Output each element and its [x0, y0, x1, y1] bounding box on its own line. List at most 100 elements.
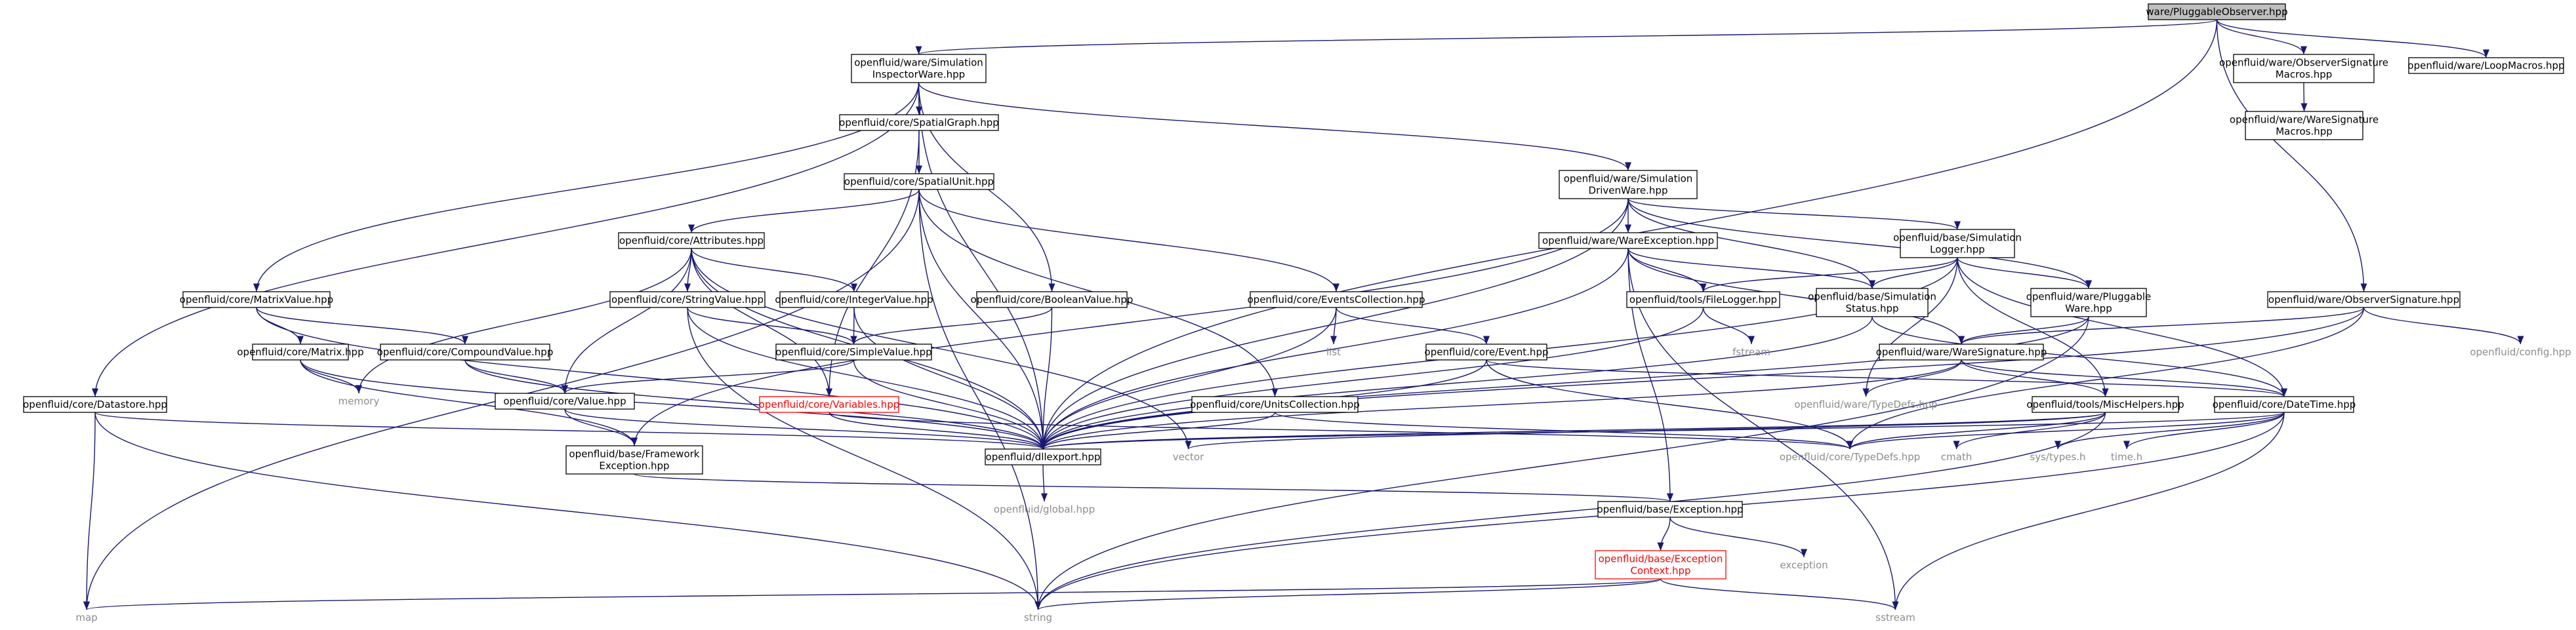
node-label-line: openfluid/core/DateTime.hpp: [2213, 399, 2356, 410]
edge-ws-to-wtd: [1862, 359, 1962, 397]
edge-mv-to-dll: [256, 307, 1046, 450]
node-label-line: openfluid/config.hpp: [2470, 346, 2571, 358]
edge-siw-to-ds: [92, 82, 920, 397]
node-map: map: [75, 612, 97, 623]
dependency-nodes: ware/PluggableObserver.hpp openfluid/ware…: [23, 3, 2571, 623]
edge-bec-to-sst: [1660, 578, 1899, 610]
node-su[interactable]: openfluid/core/SpatialUnit.hpp: [844, 173, 994, 190]
node-label-line: time.h: [2111, 451, 2142, 463]
node-vars[interactable]: openfluid/core/Variables.hpp: [759, 396, 900, 413]
edge-su-to-ec: [918, 189, 1339, 292]
node-sg[interactable]: openfluid/core/SpatialGraph.hpp: [839, 114, 999, 131]
node-str: string: [1024, 612, 1052, 623]
edge-bv-to-dll: [1039, 307, 1053, 450]
node-label-line: ware/PluggableObserver.hpp: [2146, 6, 2287, 18]
node-box: [985, 448, 1101, 465]
edge-fe-to-bex: [634, 473, 1673, 502]
edge-po-to-lm: [2216, 19, 2489, 58]
edge-sl-to-dt: [1957, 257, 2287, 397]
node-label-line: list: [1326, 346, 1341, 358]
edge-bv-to-sv: [850, 307, 1053, 345]
edge-cv-to-dll: [464, 359, 1046, 450]
node-strv[interactable]: openfluid/core/StringValue.hpp: [609, 291, 766, 308]
node-we[interactable]: openfluid/ware/WareException.hpp: [1538, 232, 1718, 249]
edge-ec-to-ev: [1336, 307, 1490, 345]
node-bv[interactable]: openfluid/core/BooleanValue.hpp: [971, 291, 1134, 308]
edge-att-to-vars: [691, 248, 833, 397]
edge-mx-to-dll: [300, 359, 1046, 450]
node-box: [2233, 54, 2375, 83]
edge-iv-to-dll: [853, 307, 1047, 450]
node-mx[interactable]: openfluid/core/Matrix.hpp: [237, 344, 364, 361]
node-box: [1191, 396, 1359, 413]
node-box: [1816, 288, 1929, 317]
edge-att-to-vec: [691, 248, 1192, 450]
node-lm[interactable]: openfluid/ware/LoopMacros.hpp: [2407, 57, 2565, 74]
node-label-line: Status.hpp: [1845, 303, 1898, 315]
node-iv[interactable]: openfluid/core/IntegerValue.hpp: [775, 291, 933, 308]
node-cv[interactable]: openfluid/core/CompoundValue.hpp: [377, 344, 554, 361]
node-label-line: openfluid/core/StringValue.hpp: [611, 294, 764, 305]
node-label-line: sstream: [1875, 612, 1915, 623]
edge-dt-to-dll: [1040, 412, 2285, 450]
node-box: [759, 396, 899, 413]
node-os[interactable]: openfluid/ware/ObserverSignature.hpp: [2267, 291, 2461, 308]
edge-sdw-to-sl: [1627, 198, 1961, 230]
node-label-line: openfluid/ware/Pluggable: [2026, 291, 2152, 303]
node-bex[interactable]: openfluid/base/Exception.hpp: [1597, 501, 1744, 518]
node-fl[interactable]: openfluid/tools/FileLogger.hpp: [1626, 291, 1780, 308]
node-label-line: openfluid/ware/WareException.hpp: [1542, 235, 1714, 246]
edge-os-to-ctd: [1847, 307, 2365, 450]
node-val[interactable]: openfluid/core/Value.hpp: [495, 393, 635, 410]
edge-strv-to-sv: [687, 307, 857, 345]
edge-we-to-ss: [1627, 248, 1875, 289]
edge-fl-to-dll: [1040, 307, 1704, 450]
node-mh[interactable]: openfluid/tools/MiscHelpers.hpp: [2026, 396, 2184, 413]
edge-sv-to-dll: [853, 359, 1046, 450]
node-label-line: openfluid/core/TypeDefs.hpp: [1780, 451, 1920, 463]
node-label-line: Exception.hpp: [599, 460, 669, 472]
edge-pw-to-dll: [1040, 316, 2089, 450]
node-po[interactable]: ware/PluggableObserver.hpp: [2146, 3, 2288, 20]
edge-siw-to-dll: [918, 82, 1047, 450]
node-ws[interactable]: openfluid/ware/WareSignature.hpp: [1876, 344, 2047, 361]
edge-os-to-dll: [1040, 307, 2365, 450]
node-label-line: string: [1024, 612, 1052, 623]
node-mv[interactable]: openfluid/core/MatrixValue.hpp: [180, 291, 333, 308]
node-box: [976, 291, 1128, 308]
node-sv[interactable]: openfluid/core/SimpleValue.hpp: [775, 344, 932, 361]
node-box: [2408, 57, 2564, 74]
node-label-line: cmath: [1941, 451, 1972, 463]
node-ec[interactable]: openfluid/core/EventsCollection.hpp: [1248, 291, 1425, 308]
node-att[interactable]: openfluid/core/Attributes.hpp: [618, 232, 765, 249]
edge-ss-to-dt: [1871, 316, 2287, 397]
node-box: [1626, 291, 1780, 308]
edge-ev-to-ctd: [1486, 359, 1853, 450]
edge-mh-to-str: [1034, 412, 2106, 610]
edge-strv-to-str: [687, 307, 1042, 610]
node-siw[interactable]: openfluid/ware/SimulationInspectorWare.h…: [851, 54, 987, 83]
node-label-line: Macros.hpp: [2276, 69, 2333, 81]
node-ev[interactable]: openfluid/core/Event.hpp: [1425, 344, 1549, 361]
node-box: [1559, 170, 1698, 199]
node-uc[interactable]: openfluid/core/UnitsCollection.hpp: [1190, 396, 1360, 413]
edge-os-to-cfg: [2363, 307, 2524, 345]
node-osm[interactable]: openfluid/ware/ObserverSignatureMacros.h…: [2219, 54, 2388, 83]
node-box: [779, 291, 929, 308]
node-label-line: Macros.hpp: [2276, 126, 2333, 138]
node-box: [839, 114, 999, 131]
node-ds[interactable]: openfluid/core/Datastore.hpp: [23, 396, 167, 413]
node-dll[interactable]: openfluid/dllexport.hpp: [985, 448, 1101, 465]
node-label-line: Context.hpp: [1630, 565, 1690, 577]
node-label-line: openfluid/base/Exception.hpp: [1597, 503, 1743, 515]
node-box: [851, 54, 987, 83]
node-dt[interactable]: openfluid/core/DateTime.hpp: [2213, 396, 2356, 413]
edge-mh-to-ctd: [1847, 412, 2106, 450]
